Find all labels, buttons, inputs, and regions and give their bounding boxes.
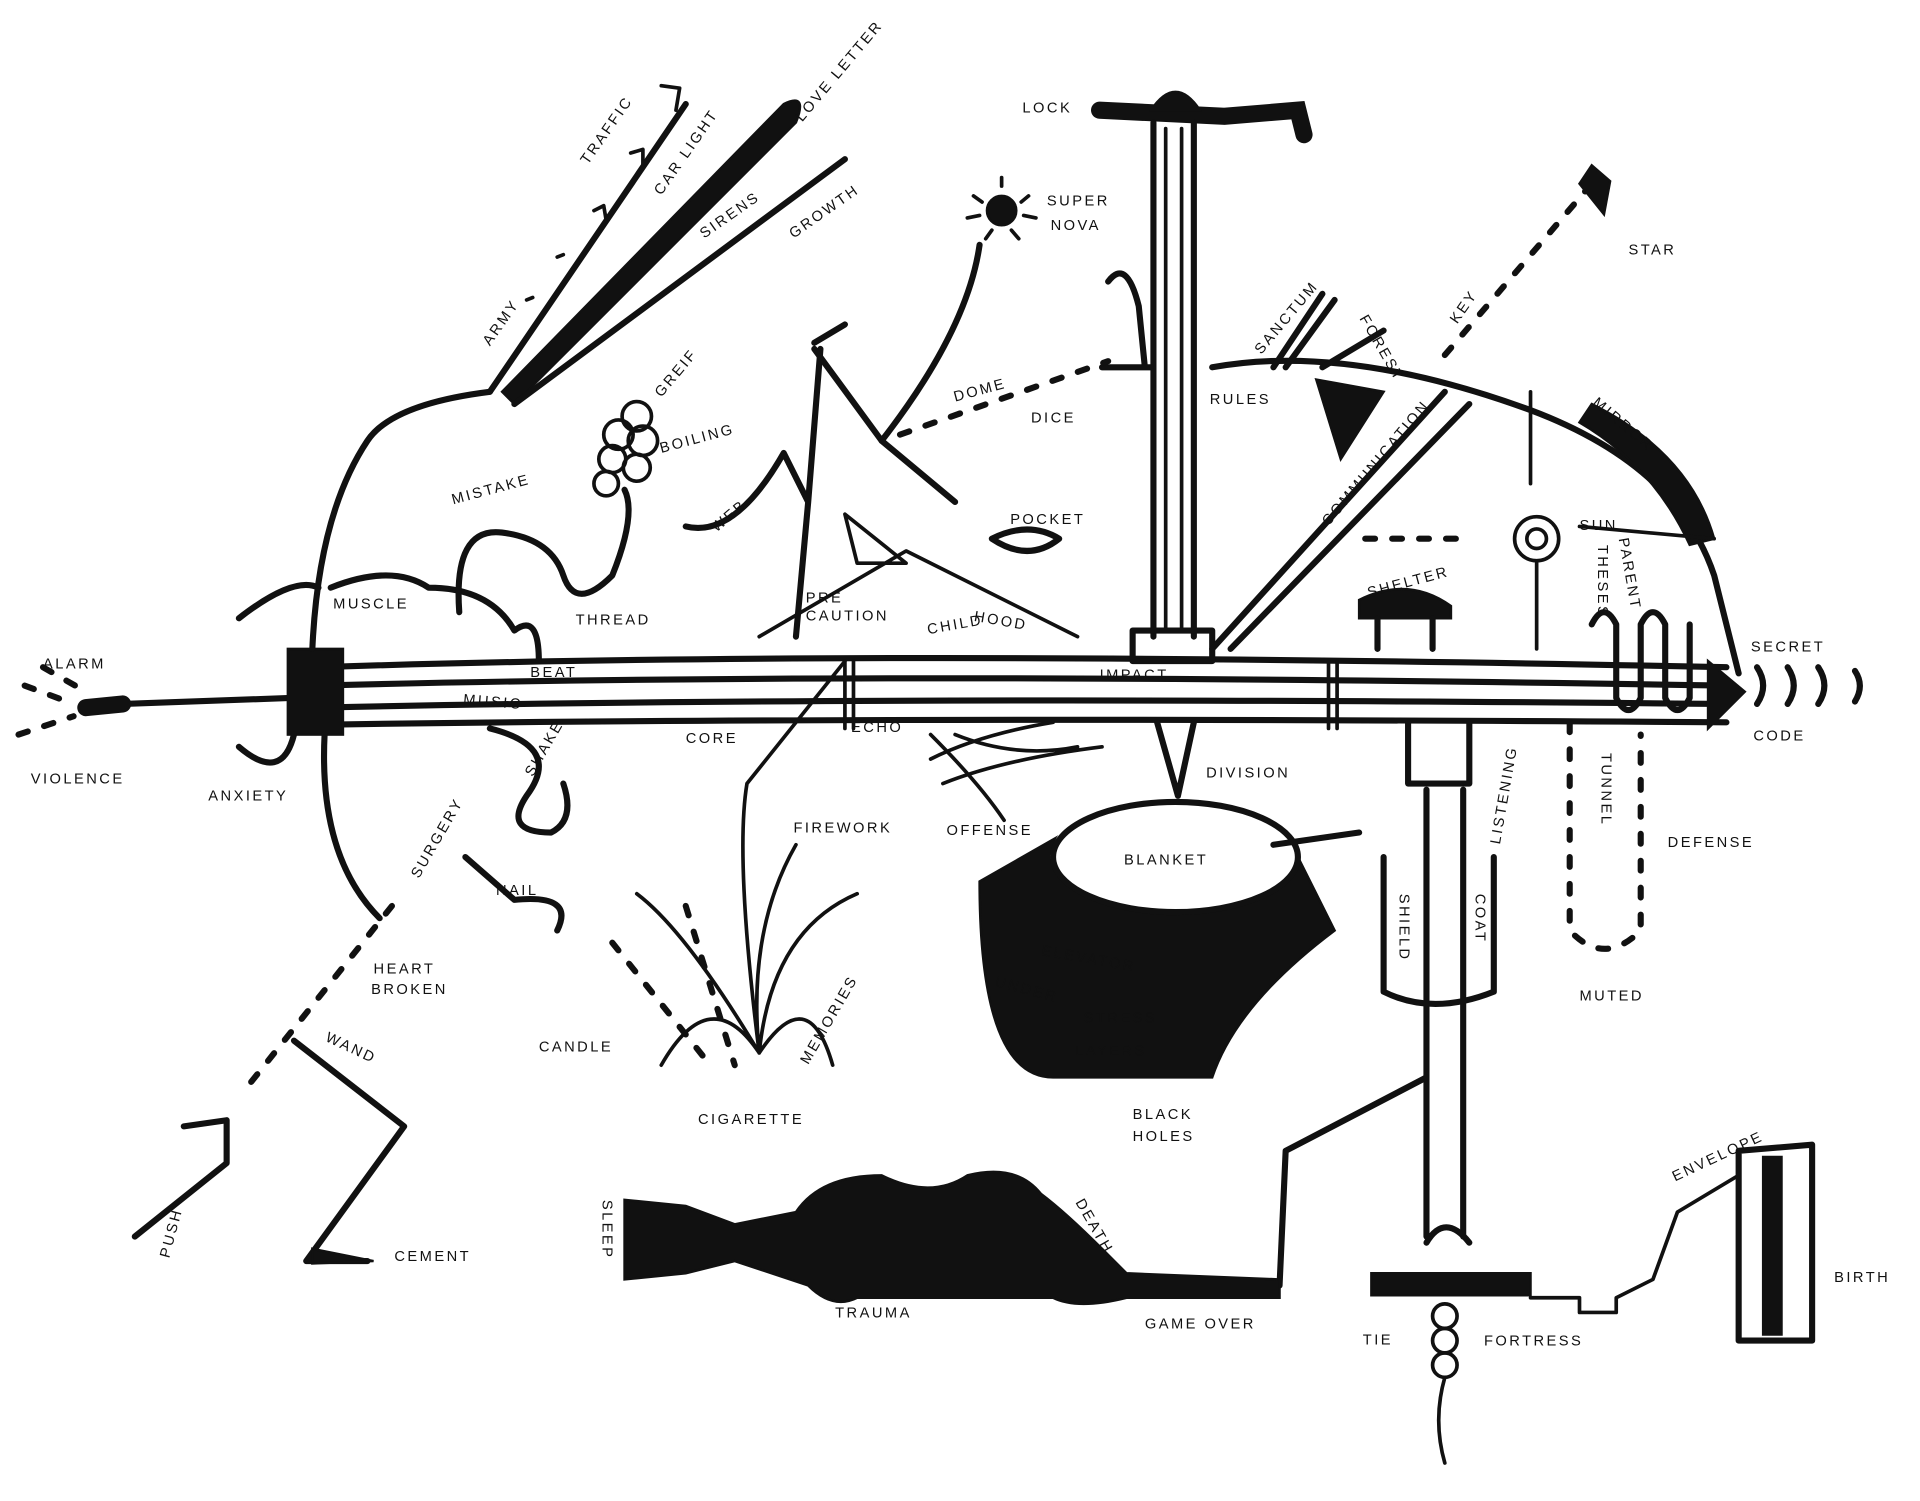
label-cigarette: CIGARETTE — [698, 1112, 804, 1128]
label-layers: LAYERS — [1075, 1043, 1147, 1059]
label-web: WEB — [709, 497, 751, 535]
wand-tools — [131, 902, 408, 1265]
label-caution: CAUTION — [806, 609, 889, 625]
label-coat: COAT — [1471, 894, 1487, 944]
label-heart: HEART — [374, 961, 436, 977]
siren-rays — [486, 83, 848, 408]
label-holes: HOLES — [1133, 1129, 1195, 1145]
label-envelope: ENVELOPE — [1670, 1129, 1766, 1185]
label-broken: BROKEN — [371, 982, 448, 998]
label-muted: MUTED — [1579, 988, 1643, 1004]
tents — [682, 241, 1080, 640]
label-star: STAR — [1628, 243, 1676, 259]
firework — [609, 659, 859, 1069]
label-sleep: SLEEP — [599, 1200, 615, 1260]
label-key: KEY — [1447, 287, 1481, 326]
label-theses: THESES — [1594, 545, 1610, 618]
label-cement: CEMENT — [394, 1249, 471, 1265]
label-shield: SHIELD — [1396, 894, 1412, 962]
label-parent: PARENT — [1615, 537, 1643, 612]
label-dice: DICE — [1031, 410, 1076, 426]
web-net — [928, 720, 1104, 823]
coil — [1566, 609, 1693, 952]
label-sun: SUN — [1579, 518, 1617, 534]
label-division: DIVISION — [1206, 765, 1290, 781]
shield-coat-column — [1276, 719, 1532, 1465]
label-traffic: TRAFFIC — [578, 94, 637, 168]
trauma-shape — [623, 1170, 1281, 1306]
label-love-letter: LOVE LETTER — [793, 18, 887, 125]
lock-pole — [1091, 90, 1313, 665]
label-super: SUPER — [1047, 194, 1110, 210]
label-music: MUSIC — [463, 692, 524, 713]
label-secret: SECRET — [1751, 639, 1825, 655]
label-alarm: ALARM — [43, 656, 106, 672]
label-core: CORE — [686, 731, 738, 747]
label-pre: PRE — [806, 590, 844, 606]
label-thread: THREAD — [576, 612, 651, 628]
label-wand: WAND — [323, 1030, 379, 1067]
label-firework: FIREWORK — [793, 821, 892, 837]
label-tie: TIE — [1363, 1332, 1393, 1348]
label-anxiety: ANXIETY — [208, 789, 288, 805]
stairs — [1528, 1141, 1816, 1344]
label-pocket: POCKET — [1010, 512, 1085, 528]
label-army: ARMY — [480, 297, 523, 349]
label-black: BLACK — [1133, 1107, 1193, 1123]
label-boiling: BOILING — [658, 422, 736, 457]
label-code: CODE — [1753, 729, 1805, 745]
label-offense: OFFENSE — [947, 823, 1034, 839]
left-body — [235, 388, 660, 934]
label-impact: IMPACT — [1100, 667, 1169, 683]
black-holes — [978, 719, 1363, 1079]
label-listening: LISTENING — [1488, 745, 1521, 846]
label-muscle: MUSCLE — [333, 596, 409, 612]
main-rod — [119, 647, 1747, 736]
label-birth: BIRTH — [1834, 1270, 1890, 1286]
label-stress: STRESS — [1084, 1010, 1157, 1026]
label-violence: VIOLENCE — [31, 772, 125, 788]
supernova-icon — [965, 175, 1038, 241]
dome — [896, 163, 1742, 677]
label-game-over: GAME OVER — [1145, 1316, 1256, 1332]
label-greif: GREIF — [652, 346, 701, 400]
label-tunnel: TUNNEL — [1598, 753, 1614, 826]
label-candle: CANDLE — [539, 1040, 613, 1056]
code-brackets — [1753, 664, 1863, 708]
label-trauma: TRAUMA — [835, 1305, 912, 1321]
label-beat: BEAT — [530, 665, 577, 681]
label-fortress: FORTRESS — [1484, 1334, 1583, 1350]
label-surgery: SURGERY — [408, 796, 467, 882]
label-nail: NAIL — [496, 883, 538, 899]
label-lock: LOCK — [1022, 101, 1072, 117]
label-rules: RULES — [1210, 392, 1271, 408]
label-blanket: BLANKET — [1124, 852, 1208, 868]
label-nova: NOVA — [1051, 218, 1101, 234]
label-echo: ECHO — [851, 720, 903, 736]
label-defense: DEFENSE — [1668, 835, 1755, 851]
alarm-burst — [15, 664, 132, 738]
label-mistake: MISTAKE — [450, 472, 532, 508]
label-forest: FOREST — [1356, 312, 1407, 384]
label-hood: HOOD — [973, 609, 1029, 634]
